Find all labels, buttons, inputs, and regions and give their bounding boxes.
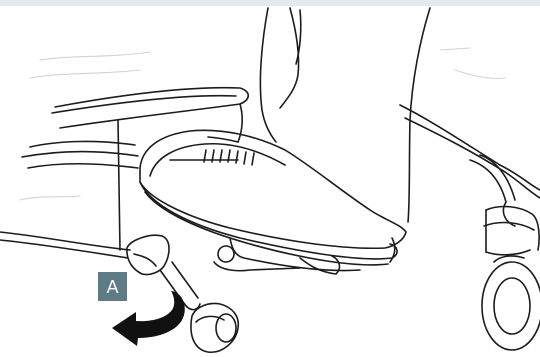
- background-texture: [20, 48, 505, 200]
- seat-base: [0, 88, 248, 258]
- caster-wheel: [482, 207, 540, 350]
- leg: [260, 8, 430, 222]
- callout-label-a: A: [98, 272, 127, 301]
- shoe-on-pedal: [140, 130, 406, 248]
- pedal-plate: [140, 182, 397, 274]
